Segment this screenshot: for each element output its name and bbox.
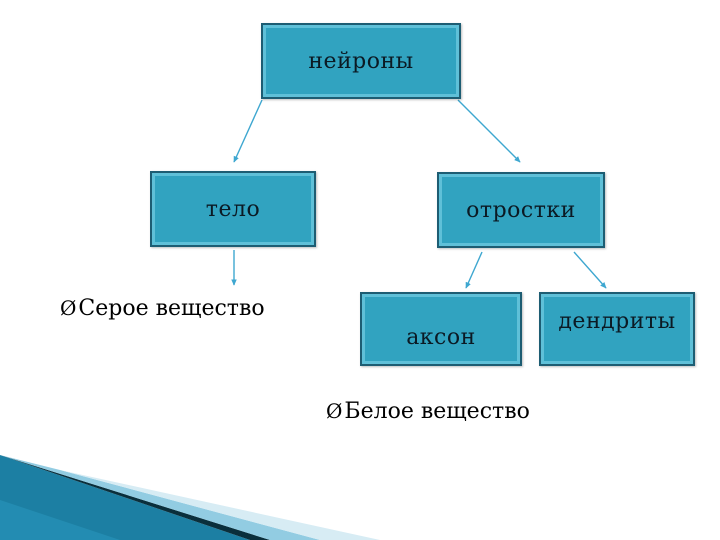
bullet-arrow-icon: Ø [326,399,343,423]
node-axon-label: аксон [406,324,476,350]
bullet-arrow-icon: Ø [60,296,77,320]
node-processes-label: отростки [466,197,576,223]
node-body-label: тело [205,196,261,222]
node-body: тело [150,171,316,247]
node-dendrites-label: дендриты [558,308,676,334]
corner-swoosh-decoration [0,455,380,540]
arrow-processes-to-axon [465,251,483,289]
note-white-matter: ØБелое вещество [326,399,530,424]
arrow-processes-to-dendrites [573,251,607,289]
arrow-root-to-processes [457,99,521,163]
node-neurons-label: нейроны [308,48,414,74]
note-grey-matter-text: Серое вещество [78,296,265,321]
arrow-root-to-body [233,99,263,163]
node-axon: аксон [360,292,522,366]
node-processes: отростки [437,172,605,248]
note-white-matter-text: Белое вещество [344,399,530,424]
node-dendrites: дендриты [539,292,695,366]
note-grey-matter: ØСерое вещество [60,296,265,321]
node-neurons: нейроны [261,23,461,99]
